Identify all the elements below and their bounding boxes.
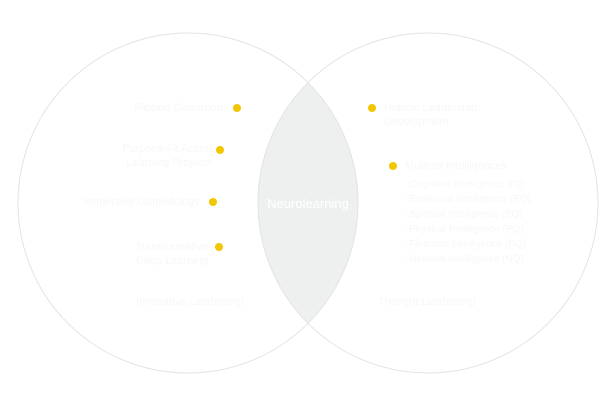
label-line: Holistic Leadership <box>384 102 477 114</box>
bullet-dot <box>233 104 241 112</box>
list-item: - Financial Intelligence (FQ) <box>403 239 526 250</box>
bullet-dot <box>368 104 376 112</box>
right-item-holistic: Holistic Leadership Development <box>384 101 477 129</box>
left-circle <box>17 32 359 374</box>
left-bottom-label: Innovative Leadership <box>136 296 244 308</box>
label-line: Development <box>384 116 449 128</box>
list-item: - Spiritual Intelligence (SQ) <box>403 209 523 220</box>
right-bottom-label: Thought Leadership <box>378 296 476 308</box>
label-line: Immersive Gamedology <box>83 196 200 208</box>
left-item-deep-learning: Transformative Deep Learning <box>135 240 208 268</box>
right-item-mi-title: Multiple Intelligences <box>405 160 508 172</box>
list-item: - Network Intelligence (NQ) <box>403 254 524 265</box>
bullet-dot <box>215 243 223 251</box>
left-item-flipped-classroom: Flipped Classroom <box>134 101 226 115</box>
label-line: Learning Projects <box>126 157 212 169</box>
center-label: Neurolearning <box>267 196 349 211</box>
list-item: - Emotional Intelligence (EQ) <box>403 194 531 205</box>
mi-list: - Cognitive Intelligence (IQ) - Emotiona… <box>403 177 531 267</box>
bullet-dot <box>389 162 397 170</box>
left-item-gamedology: Immersive Gamedology <box>84 195 200 209</box>
bullet-dot <box>216 146 224 154</box>
right-circle <box>257 32 599 374</box>
list-item: - Cognitive Intelligence (IQ) <box>403 179 525 190</box>
bullet-dot <box>209 198 217 206</box>
label-line: Transformative <box>135 241 208 253</box>
label-line: Flipped Classroom <box>134 102 226 114</box>
label-line: Deep Learning <box>135 255 208 267</box>
left-item-action-learning: Purpose-Fit Action Learning Projects <box>122 142 212 170</box>
label-line: Purpose-Fit Action <box>122 143 212 155</box>
list-item: - Physical Intelligence (PQ) <box>403 224 524 235</box>
